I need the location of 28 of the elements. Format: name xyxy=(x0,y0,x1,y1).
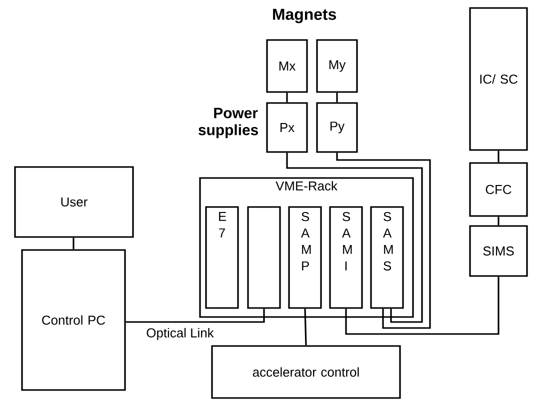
heading-label: Power supplies xyxy=(198,108,258,138)
module-box: E 7 xyxy=(205,206,239,309)
component-box: Py xyxy=(316,102,358,153)
connector-line xyxy=(126,308,265,323)
connector-line xyxy=(345,276,500,335)
component-box: CFC xyxy=(469,162,528,217)
connector-line xyxy=(286,152,423,323)
connector-line xyxy=(72,238,74,250)
connector-line xyxy=(498,150,500,162)
component-box: User xyxy=(14,166,134,238)
component-box: Mx xyxy=(266,39,308,93)
module-box: S A M I xyxy=(329,206,363,309)
connector-line xyxy=(286,92,288,102)
component-box: My xyxy=(316,39,358,93)
module-box: S A M P xyxy=(288,206,322,309)
heading-label: Magnets xyxy=(273,8,336,24)
connector-line xyxy=(336,92,338,102)
connector-line xyxy=(498,216,500,226)
component-box: Control PC xyxy=(21,249,126,391)
module-box: S A M S xyxy=(370,206,404,309)
edge-label: Optical Link xyxy=(145,326,215,342)
component-box: accelerator control xyxy=(211,345,401,399)
component-box: IC/ SC xyxy=(469,7,528,151)
component-box: SIMS xyxy=(469,225,528,277)
connector-line xyxy=(336,152,431,329)
connector-line xyxy=(304,308,307,346)
module-box xyxy=(247,206,281,309)
component-box: Px xyxy=(266,102,308,153)
